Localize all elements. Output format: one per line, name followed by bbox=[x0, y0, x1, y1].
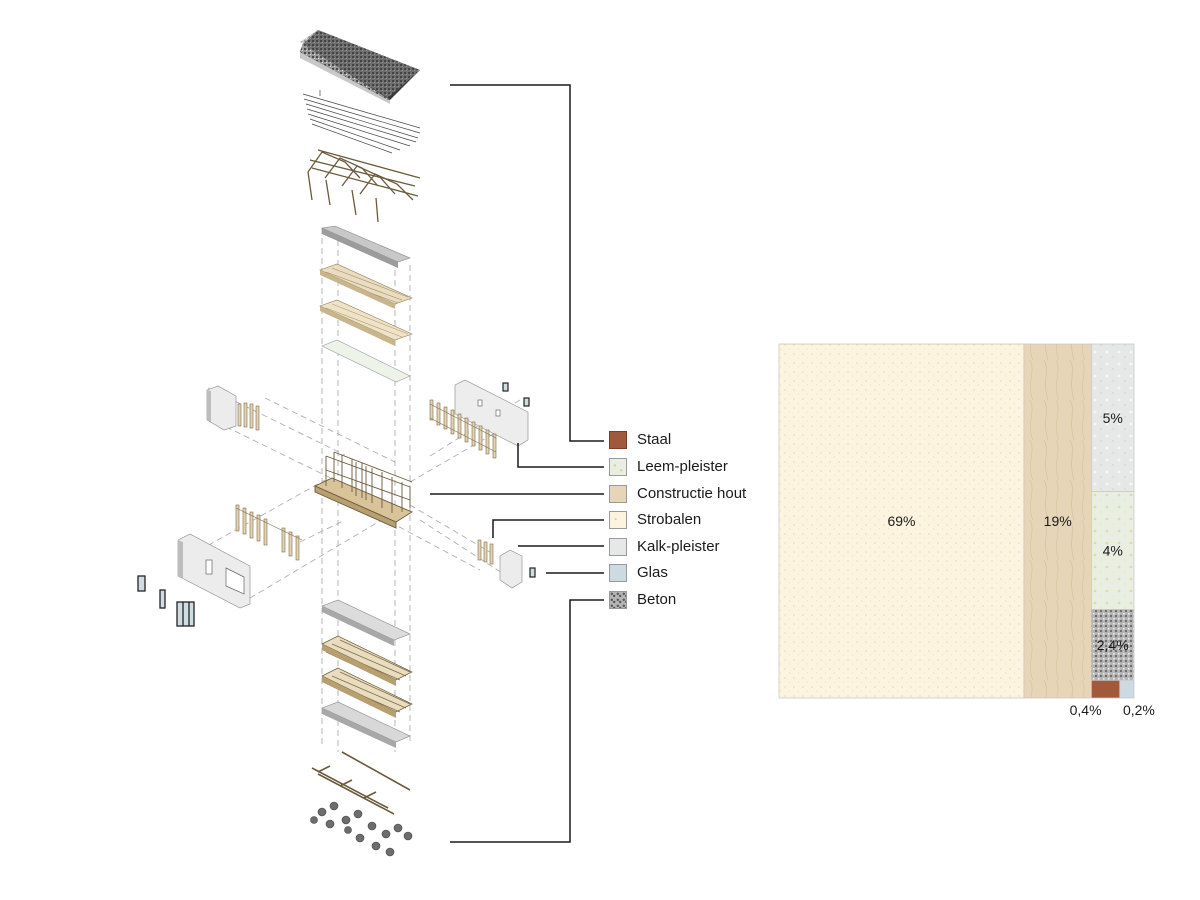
front-wall-panel bbox=[177, 504, 303, 609]
roof-battens bbox=[302, 90, 421, 154]
legend-label-staal: Staal bbox=[637, 431, 672, 448]
treemap-cell-glas bbox=[1119, 679, 1135, 699]
concrete-footings bbox=[310, 801, 413, 857]
treemap-label-kalk-pleister: 5% bbox=[1103, 410, 1123, 426]
upper-ceiling-layers bbox=[319, 225, 413, 383]
legend-item-kalk-pleister: Kalk-pleister bbox=[609, 537, 720, 557]
legend-label-constructie-hout: Constructie hout bbox=[637, 485, 747, 502]
back-wall-panel bbox=[429, 379, 530, 459]
treemap-cell-staal bbox=[1091, 679, 1121, 699]
legend-label-kalk-pleister: Kalk-pleister bbox=[637, 538, 720, 555]
legend-item-glas: Glas bbox=[609, 563, 668, 583]
legend-label-glas: Glas bbox=[637, 564, 668, 581]
legend-swatch-beton bbox=[609, 591, 627, 609]
legend-item-strobalen: Strobalen bbox=[609, 510, 701, 530]
legend-item-beton: Beton bbox=[609, 590, 676, 610]
legend-label-strobalen: Strobalen bbox=[637, 511, 702, 528]
legend-item-staal: Staal bbox=[609, 430, 671, 450]
legend-item-leem-pleister: Leem-pleister bbox=[609, 457, 728, 477]
treemap-label-staal: 0,4% bbox=[1070, 702, 1102, 718]
legend-swatch-glas bbox=[609, 564, 627, 582]
legend-swatch-strobalen bbox=[609, 511, 627, 529]
legend-label-beton: Beton bbox=[637, 591, 677, 608]
legend-swatch-staal bbox=[609, 431, 627, 449]
treemap-label-beton: 2,4% bbox=[1097, 637, 1129, 653]
treemap-label-strobalen: 69% bbox=[887, 513, 915, 529]
treemap-label-glas: 0,2% bbox=[1123, 702, 1155, 718]
legend-label-leem-pleister: Leem-pleister bbox=[637, 458, 728, 475]
leader-lines bbox=[430, 84, 604, 843]
loose-window-frames bbox=[137, 575, 195, 627]
exploded-axonometric-drawing bbox=[137, 30, 604, 857]
foundation-beams bbox=[311, 751, 411, 815]
floor-layers bbox=[321, 599, 413, 748]
legend-swatch-leem-pleister bbox=[609, 458, 627, 476]
roof-trusses bbox=[307, 149, 421, 223]
treemap-cell-beton bbox=[1091, 609, 1135, 681]
treemap-cell-kalk-pleister bbox=[1091, 343, 1135, 492]
material-treemap: 69% 19% 5% 4% 2,4% 0,4% 0,2% bbox=[778, 343, 1155, 718]
treemap-label-leem-pleister: 4% bbox=[1103, 543, 1123, 559]
left-end-wall-panels bbox=[206, 385, 260, 431]
roof-covering bbox=[299, 30, 420, 104]
treemap-cell-constructie-hout bbox=[1023, 343, 1092, 699]
legend-swatch-constructie-hout bbox=[609, 485, 627, 503]
legend-swatch-kalk-pleister bbox=[609, 538, 627, 556]
central-timber-frame bbox=[313, 451, 413, 529]
treemap-cell-strobalen bbox=[778, 343, 1025, 699]
treemap-cell-leem-pleister bbox=[1091, 491, 1135, 610]
treemap-label-constructie-hout: 19% bbox=[1044, 513, 1072, 529]
legend-item-constructie-hout: Constructie hout bbox=[609, 484, 746, 504]
right-end-wall-panels bbox=[477, 539, 536, 589]
